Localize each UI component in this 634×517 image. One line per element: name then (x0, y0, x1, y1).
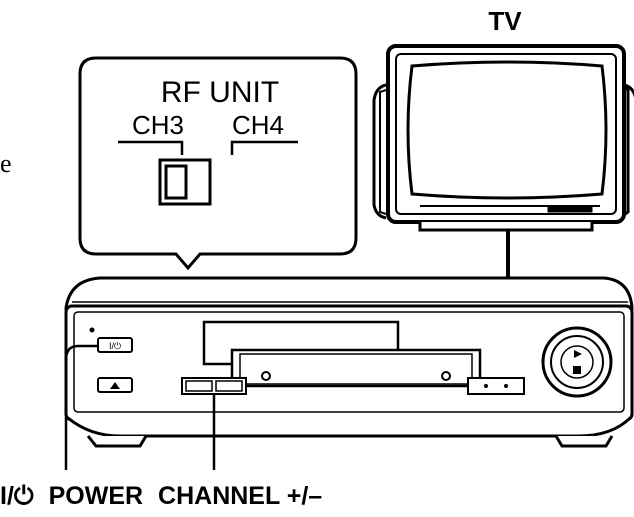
jog-dial[interactable] (541, 326, 613, 398)
play-icon (574, 350, 582, 358)
eject-button[interactable] (97, 377, 133, 393)
power-label: POWER (49, 482, 143, 510)
power-button-glyph: I/⏻ (109, 341, 121, 351)
margin-text: e (0, 149, 12, 178)
ch4-label: CH4 (232, 110, 284, 140)
channel-buttons[interactable] (181, 377, 247, 395)
rf-unit-title: RF UNIT (161, 76, 279, 109)
power-label-line: I/⏻ POWER CHANNEL +/– (0, 482, 322, 510)
power-button[interactable]: I/⏻ (97, 337, 133, 353)
rf-unit-callout: RF UNIT CH3 CH4 (78, 56, 358, 271)
tv-set (372, 44, 634, 232)
power-leader-line (64, 344, 98, 470)
transport-small-buttons[interactable] (467, 377, 525, 395)
channel-label: CHANNEL +/– (158, 482, 322, 510)
ch3-label: CH3 (132, 110, 184, 140)
rf-channel-switch[interactable] (158, 158, 212, 206)
stop-icon (573, 366, 581, 374)
tv-label: TV (488, 6, 522, 36)
power-symbol-label: I/⏻ (0, 482, 34, 510)
